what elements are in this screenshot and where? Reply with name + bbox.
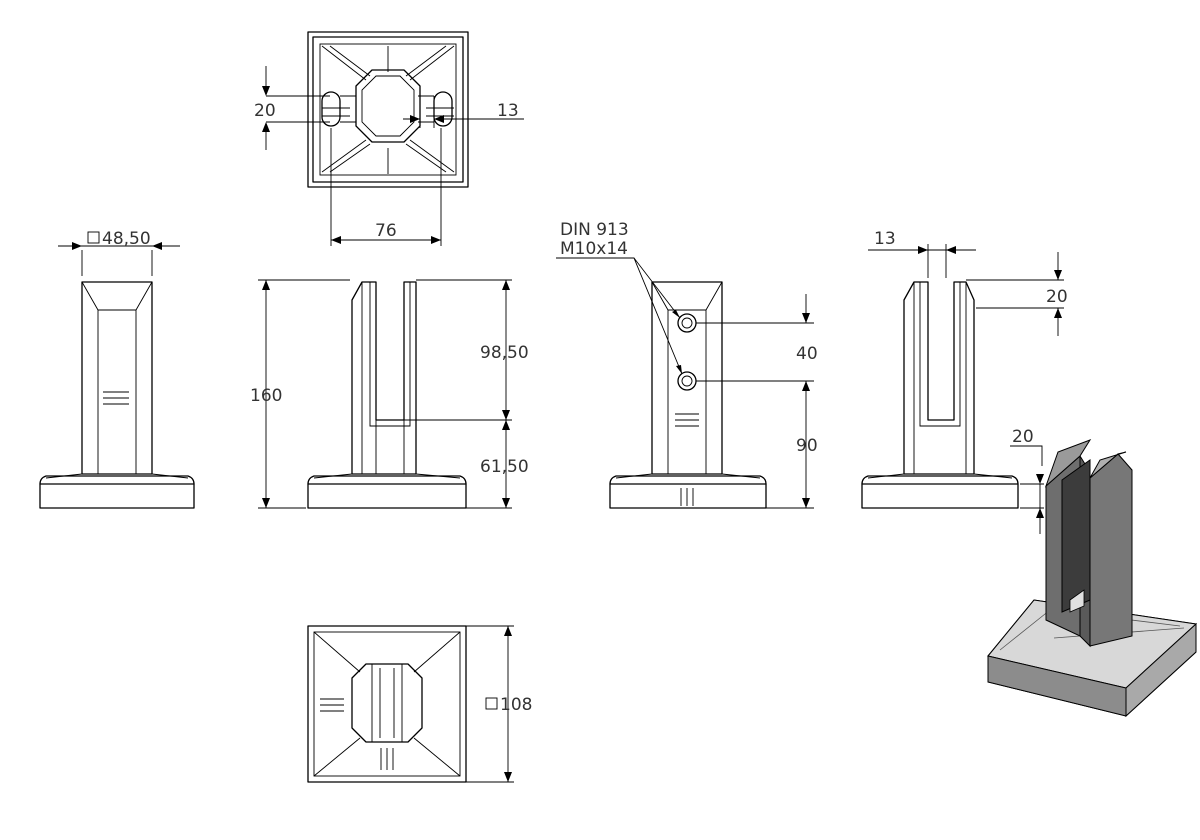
slot-hole-height-label: 20 [254,101,276,121]
square-symbol-icon [485,697,498,710]
slot-hole-width-label: 13 [497,101,519,121]
base-to-slot-label: 61,50 [480,457,529,477]
base-section-label: 108 [500,695,532,715]
screw-spacing-label: 40 [796,344,818,364]
screw-spec-line2-label: M10x14 [560,239,628,259]
screw-height-label: 90 [796,436,818,456]
screw-side-view: DIN 913 M10x14 40 90 [556,220,818,509]
total-height-label: 160 [250,386,282,406]
base-thickness-label: 20 [1012,427,1034,447]
slot-depth-label: 98,50 [480,343,529,363]
slot-side-view: 160 98,50 61,50 [250,279,529,509]
top-view: 20 13 76 [254,31,524,246]
front-view: 48,50 [39,229,195,509]
set-screw-upper-icon [677,313,697,333]
top-chamfer-label: 20 [1046,287,1068,307]
slot-width-label: 13 [874,229,896,249]
screw-spec-line1-label: DIN 913 [560,220,629,240]
post-section-label: 48,50 [102,229,151,249]
bottom-view: 108 [307,625,532,783]
isometric-view: 20 [987,427,1198,718]
right-side-view: 13 20 [861,229,1068,509]
square-symbol-icon [87,231,100,244]
hole-spacing-label: 76 [375,221,397,241]
set-screw-lower-icon [677,371,697,391]
